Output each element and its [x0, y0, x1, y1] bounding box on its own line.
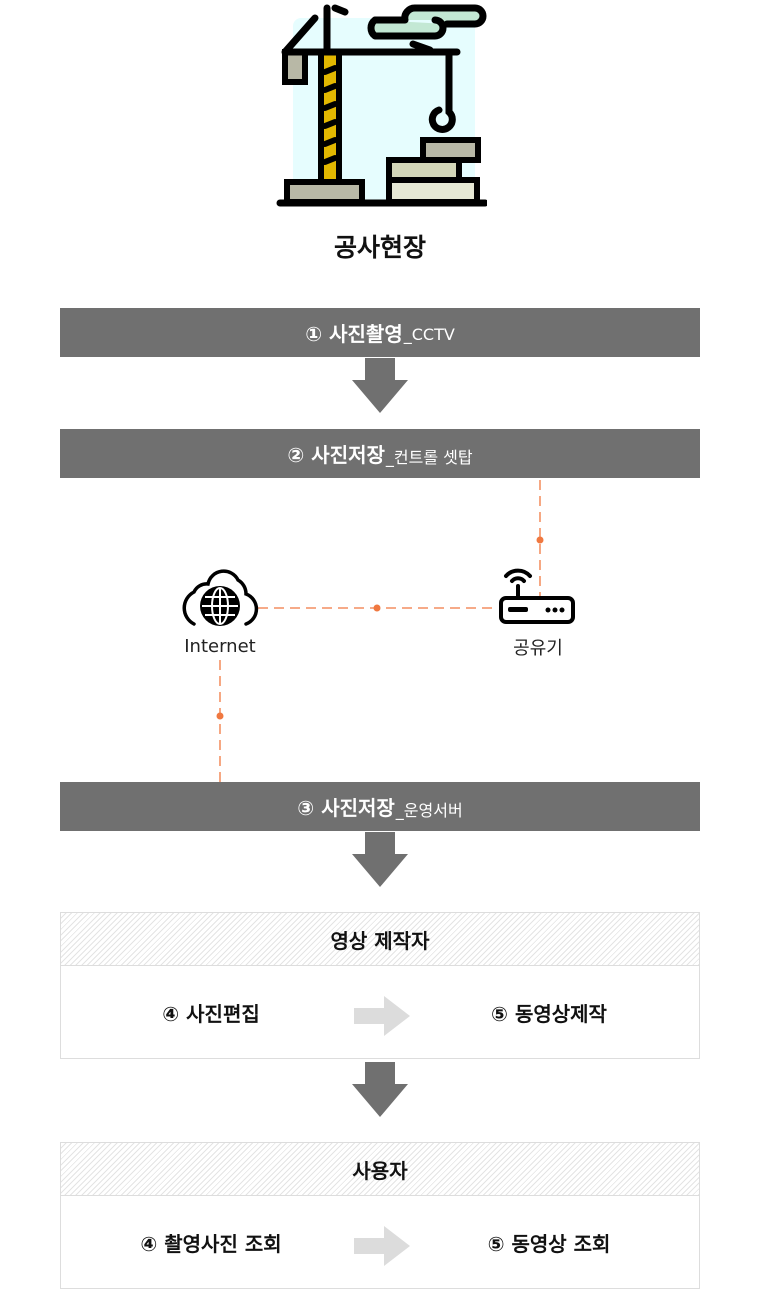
step-label: ② 사진저장 — [287, 443, 385, 467]
down-arrow-icon — [352, 832, 408, 887]
connector-dot — [216, 712, 224, 720]
construction-crane-icon — [276, 4, 487, 207]
group-title: 사용자 — [61, 1143, 699, 1196]
video-producer-group: 영상 제작자 ④ 사진편집 ⑤ 동영상제작 — [60, 912, 700, 1059]
step-2-bar: ② 사진저장_컨트롤 셋탑 — [60, 429, 700, 478]
right-arrow-icon — [354, 1226, 410, 1266]
right-arrow-icon — [354, 996, 410, 1036]
group-step-left: ④ 사진편집 — [162, 1001, 260, 1026]
group-step-right: ⑤ 동영상제작 — [491, 1001, 607, 1026]
step-1-bar: ① 사진촬영_CCTV — [60, 308, 700, 357]
step-3-bar: ③ 사진저장_운영서버 — [60, 782, 700, 831]
group-title: 영상 제작자 — [61, 913, 699, 966]
down-arrow-icon — [352, 358, 408, 413]
step-sub: _컨트롤 셋탑 — [385, 447, 473, 467]
wifi-router-icon — [499, 568, 575, 624]
cloud-globe-icon — [182, 569, 259, 626]
connector-dot — [536, 536, 544, 544]
step-label: ① 사진촬영 — [305, 322, 403, 346]
connector-dot — [373, 604, 381, 612]
step-label: ③ 사진저장 — [297, 796, 395, 820]
group-step-right: ⑤ 동영상 조회 — [487, 1231, 611, 1256]
step-sub: _운영서버 — [395, 800, 463, 820]
down-arrow-icon — [352, 1062, 408, 1117]
step-sub: _CCTV — [403, 325, 455, 344]
router-label: 공유기 — [513, 638, 563, 659]
user-group: 사용자 ④ 촬영사진 조회 ⑤ 동영상 조회 — [60, 1142, 700, 1289]
page-title: 공사현장 — [333, 233, 426, 262]
internet-label: Internet — [184, 636, 256, 657]
network-connectors — [216, 480, 544, 782]
group-step-left: ④ 촬영사진 조회 — [140, 1231, 282, 1256]
